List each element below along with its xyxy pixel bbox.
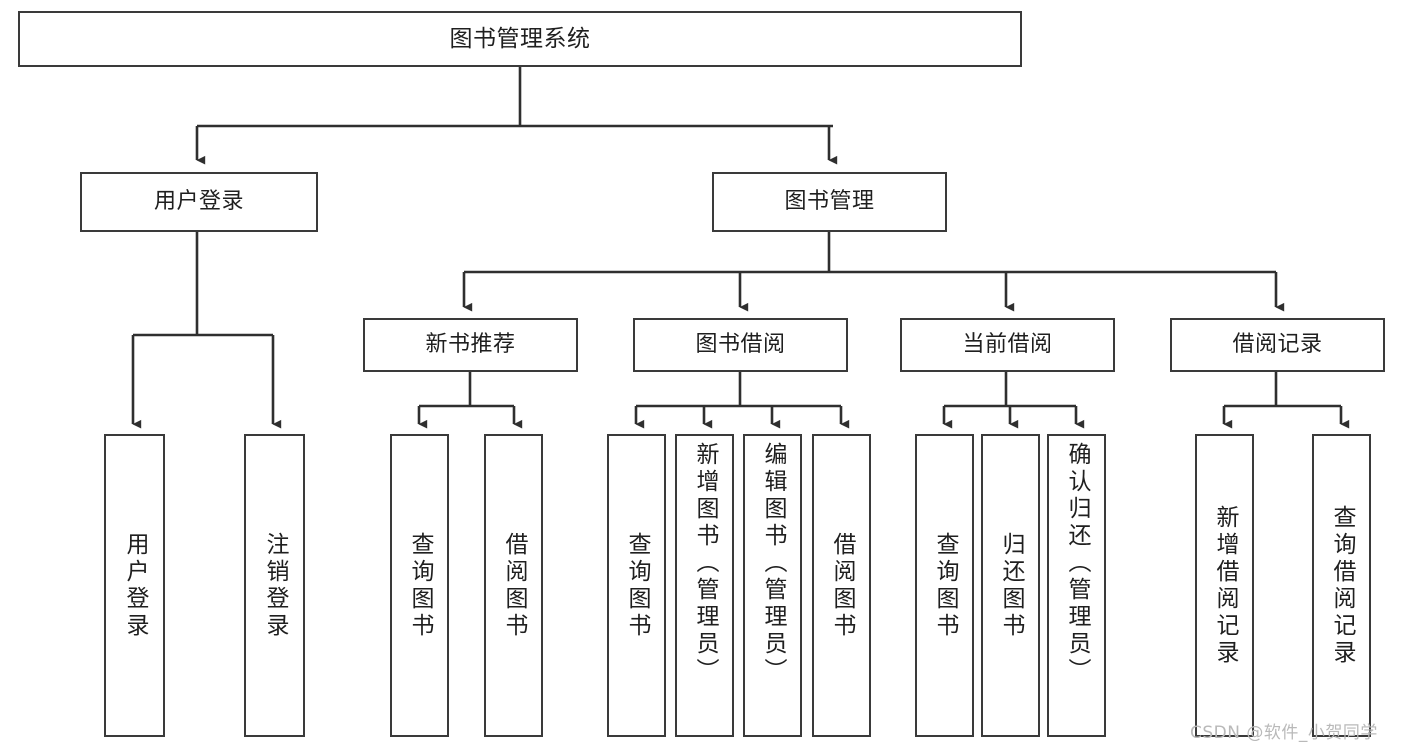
node-label: 查询借阅记录 — [1329, 504, 1355, 667]
node-label: 新增图书（管理员） — [692, 442, 718, 685]
leaf-borrow-borrow-book[interactable]: 借阅图书 — [812, 434, 871, 737]
leaf-recommend-query-book[interactable]: 查询图书 — [390, 434, 449, 737]
leaf-recommend-borrow-book[interactable]: 借阅图书 — [484, 434, 543, 737]
node-label: 图书借阅 — [695, 332, 786, 358]
node-label: 借阅图书 — [501, 531, 527, 640]
node-book-management[interactable]: 图书管理 — [712, 172, 947, 232]
node-label: 查询图书 — [407, 531, 433, 640]
node-label: 图书管理 — [784, 189, 875, 215]
node-label: 注销登录 — [262, 531, 288, 640]
leaf-current-confirm-return-admin[interactable]: 确认归还（管理员） — [1047, 434, 1106, 737]
node-root-system[interactable]: 图书管理系统 — [18, 11, 1022, 67]
node-label: 查询图书 — [624, 531, 650, 640]
leaf-user-login[interactable]: 用户登录 — [104, 434, 165, 737]
leaf-user-logout[interactable]: 注销登录 — [244, 434, 305, 737]
node-label: 新增借阅记录 — [1212, 504, 1238, 667]
node-current-borrow[interactable]: 当前借阅 — [900, 318, 1115, 372]
leaf-borrow-add-book-admin[interactable]: 新增图书（管理员） — [675, 434, 734, 737]
node-label: 图书管理系统 — [449, 25, 591, 52]
node-label: 编辑图书（管理员） — [760, 442, 786, 685]
leaf-current-query-book[interactable]: 查询图书 — [915, 434, 974, 737]
leaf-current-return-book[interactable]: 归还图书 — [981, 434, 1040, 737]
leaf-borrow-edit-book-admin[interactable]: 编辑图书（管理员） — [743, 434, 802, 737]
node-label: 确认归还（管理员） — [1064, 442, 1090, 685]
node-borrow-record[interactable]: 借阅记录 — [1170, 318, 1385, 372]
node-label: 借阅图书 — [829, 531, 855, 640]
leaf-record-query-record[interactable]: 查询借阅记录 — [1312, 434, 1371, 737]
node-label: 归还图书 — [998, 531, 1024, 640]
node-label: 借阅记录 — [1232, 332, 1323, 358]
csdn-watermark: CSDN @软件_小贺同学 — [1190, 723, 1378, 743]
leaf-borrow-query-book[interactable]: 查询图书 — [607, 434, 666, 737]
node-user-login[interactable]: 用户登录 — [80, 172, 318, 232]
node-book-borrow[interactable]: 图书借阅 — [633, 318, 848, 372]
node-label: 用户登录 — [153, 189, 244, 215]
leaf-record-add-record[interactable]: 新增借阅记录 — [1195, 434, 1254, 737]
node-label: 查询图书 — [932, 531, 958, 640]
node-label: 当前借阅 — [962, 332, 1053, 358]
node-label: 用户登录 — [122, 531, 148, 640]
node-label: 新书推荐 — [425, 332, 516, 358]
node-new-book-recommend[interactable]: 新书推荐 — [363, 318, 578, 372]
